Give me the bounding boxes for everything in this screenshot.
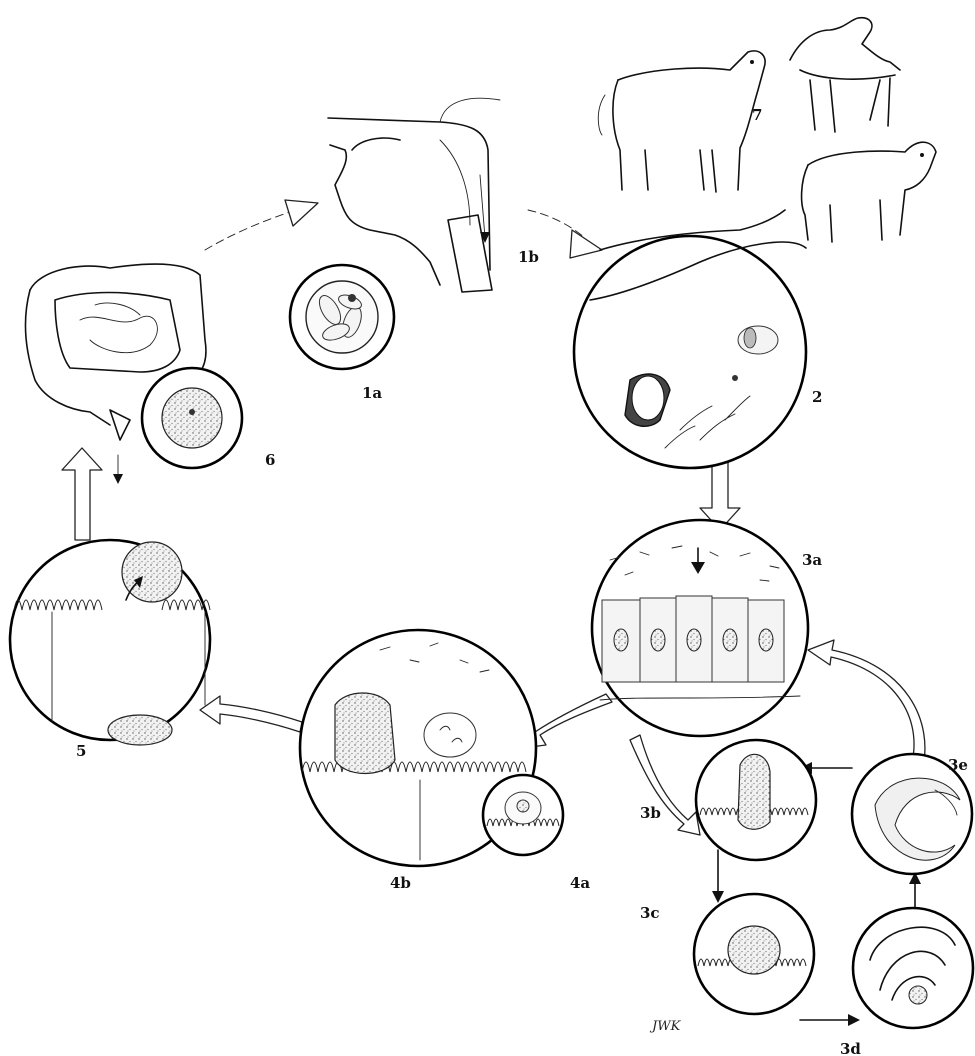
label-5: 5	[76, 742, 86, 760]
label-3a: 3a	[802, 551, 822, 569]
arrow-4b-to-5	[200, 696, 302, 732]
arrow-3b-to-3c-head	[712, 891, 724, 903]
stage-3c	[694, 894, 814, 1014]
label-3e: 3e	[948, 756, 968, 774]
label-3c: 3c	[640, 904, 660, 922]
label-4a: 4a	[570, 874, 590, 892]
label-6: 6	[265, 451, 275, 469]
label-3b: 3b	[640, 804, 661, 822]
lamb-bottom-illustration	[802, 142, 936, 242]
artist-signature: JWK	[649, 1019, 682, 1034]
label-1b: 1b	[518, 248, 539, 266]
arrow-head-to-host	[285, 200, 318, 226]
label-3d: 3d	[840, 1040, 861, 1056]
gamonts-stage	[300, 630, 563, 866]
intestine-excystation	[574, 210, 806, 468]
epithelium-sporozoite-entry	[592, 520, 808, 736]
stage-3d	[853, 908, 973, 1028]
label-7: 7	[752, 106, 762, 124]
arrow-3e-to-3a	[808, 640, 925, 772]
host-head-illustration	[328, 98, 500, 292]
label-4b: 4b	[390, 874, 411, 892]
epithelial-cells	[602, 596, 784, 682]
gamont-detail-4a	[483, 775, 563, 855]
calf-illustration	[598, 51, 765, 192]
arrow-intestine-to-host	[205, 212, 290, 250]
merogony-cycle	[694, 740, 973, 1028]
host-animals	[598, 18, 936, 242]
arrow-5-to-6	[62, 448, 102, 540]
stage-3b	[696, 740, 816, 860]
label-1a: 1a	[362, 384, 382, 402]
oocyst-release	[10, 540, 210, 745]
oocyst-sporulated	[290, 265, 394, 369]
lamb-top-illustration	[790, 18, 900, 132]
label-2: 2	[812, 388, 822, 406]
large-intestine-illustration	[25, 264, 242, 484]
arrow-head-to-stomach	[570, 230, 602, 258]
stage-labels: 1a 1b 2 3a 3b 3c 3d 3e 4a 4b 5 6 7 JWK	[76, 106, 968, 1056]
arrow-3c-to-3d-head	[848, 1014, 860, 1026]
